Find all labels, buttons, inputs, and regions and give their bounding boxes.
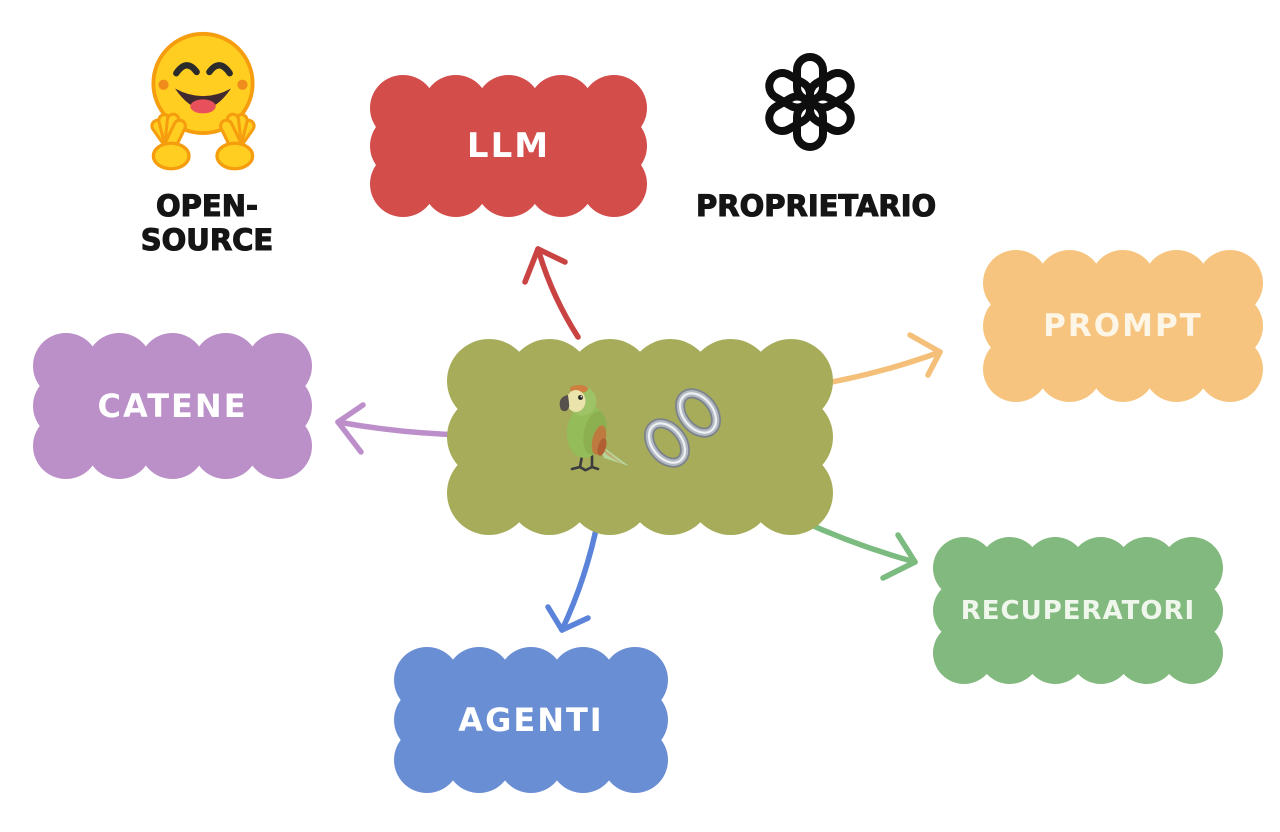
left-hand [150,112,191,171]
prompt-label: PROMPT [1043,308,1203,344]
catene-cloud-shape [33,333,312,479]
node-catene: CATENE [33,333,312,479]
agenti-cloud-shape [394,647,668,793]
parrot-legs [570,454,600,472]
langchain-center-node [447,339,833,535]
llm-cloud-shape [370,75,647,217]
recuperatori-label: RECUPERATORI [960,595,1196,626]
mouth [175,88,231,109]
recuperatori-cloud-shape [933,537,1223,684]
node-recuperatori: RECUPERATORI [933,537,1223,684]
openai-logo-icon [765,53,855,151]
agenti-label: AGENTI [458,701,604,739]
parrot-beak [559,395,570,412]
prompt-cloud-shape [983,250,1263,402]
chain-ring-top-right [675,388,721,438]
right-eye [206,62,233,77]
right-hand [215,112,256,171]
hugging-face-icon [150,31,256,171]
llm-label: LLM [466,126,551,166]
chain-icon [644,388,721,468]
node-prompt: PROMPT [983,250,1263,402]
proprietario-label: PROPRIETARIO [695,188,937,223]
node-llm: LLM [370,75,647,217]
catene-label: CATENE [97,387,248,425]
chain-ring-bottom-left [644,418,690,468]
node-agenti: AGENTI [394,647,668,793]
parrot-icon [559,385,629,472]
open-source-label: OPEN-SOURCE [140,188,274,257]
left-eye [173,62,200,77]
